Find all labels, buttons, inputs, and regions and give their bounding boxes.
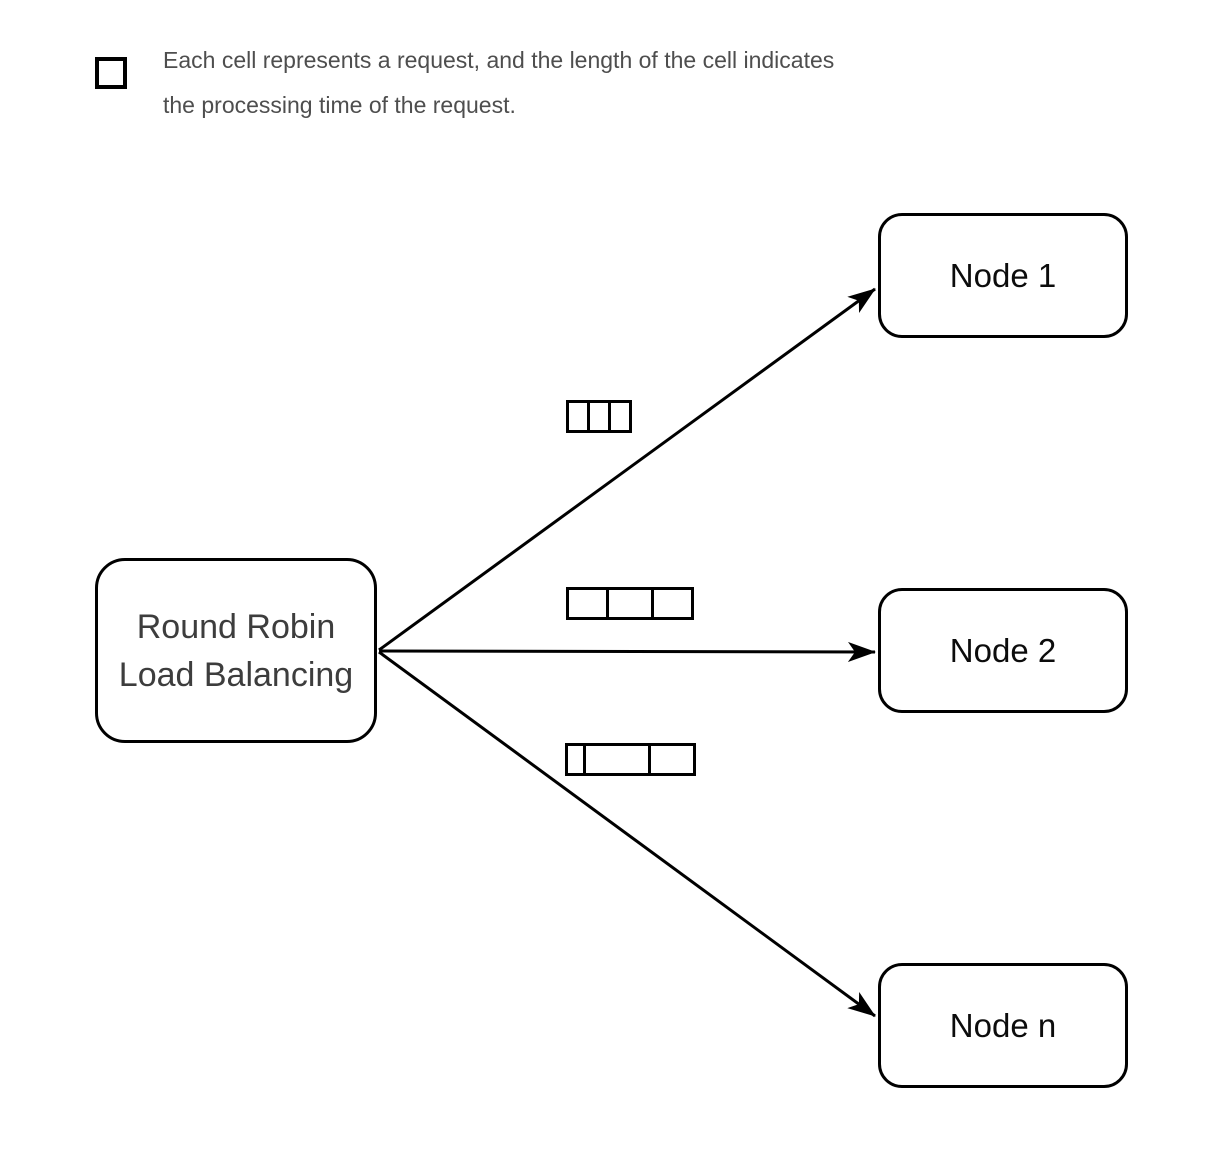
node-label: Node n — [949, 1006, 1057, 1044]
request-cell — [654, 590, 691, 617]
node-label: Node 2 — [949, 631, 1057, 669]
cell-square-icon — [95, 57, 127, 89]
request-cell — [569, 403, 587, 430]
balancer-box: Round Robin Load Balancing — [95, 558, 377, 743]
balancer-label-line2: Load Balancing — [118, 655, 354, 694]
legend-text-line1: Each cell represents a request, and the … — [163, 38, 835, 83]
request-strip-node-1 — [566, 400, 632, 433]
node-box-1: Node 1 — [878, 213, 1128, 338]
node-label: Node 1 — [949, 256, 1057, 294]
request-cell — [586, 746, 648, 773]
arrow-to-node-n — [378, 650, 876, 1018]
arrow-to-node-1 — [378, 287, 876, 652]
request-cell — [609, 590, 651, 617]
request-strip-node-2 — [566, 587, 694, 620]
request-cell — [651, 746, 693, 773]
arrow-to-node-2 — [378, 641, 876, 662]
node-box-2: Node 2 — [878, 588, 1128, 713]
request-cell — [611, 403, 629, 430]
legend-text: Each cell represents a request, and the … — [163, 38, 835, 128]
balancer-label-line1: Round Robin — [136, 607, 336, 646]
request-cell — [568, 746, 583, 773]
request-cell — [590, 403, 608, 430]
legend-text-line2: the processing time of the request. — [163, 83, 835, 128]
node-box-n: Node n — [878, 963, 1128, 1088]
request-strip-node-n — [565, 743, 696, 776]
request-cell — [569, 590, 606, 617]
